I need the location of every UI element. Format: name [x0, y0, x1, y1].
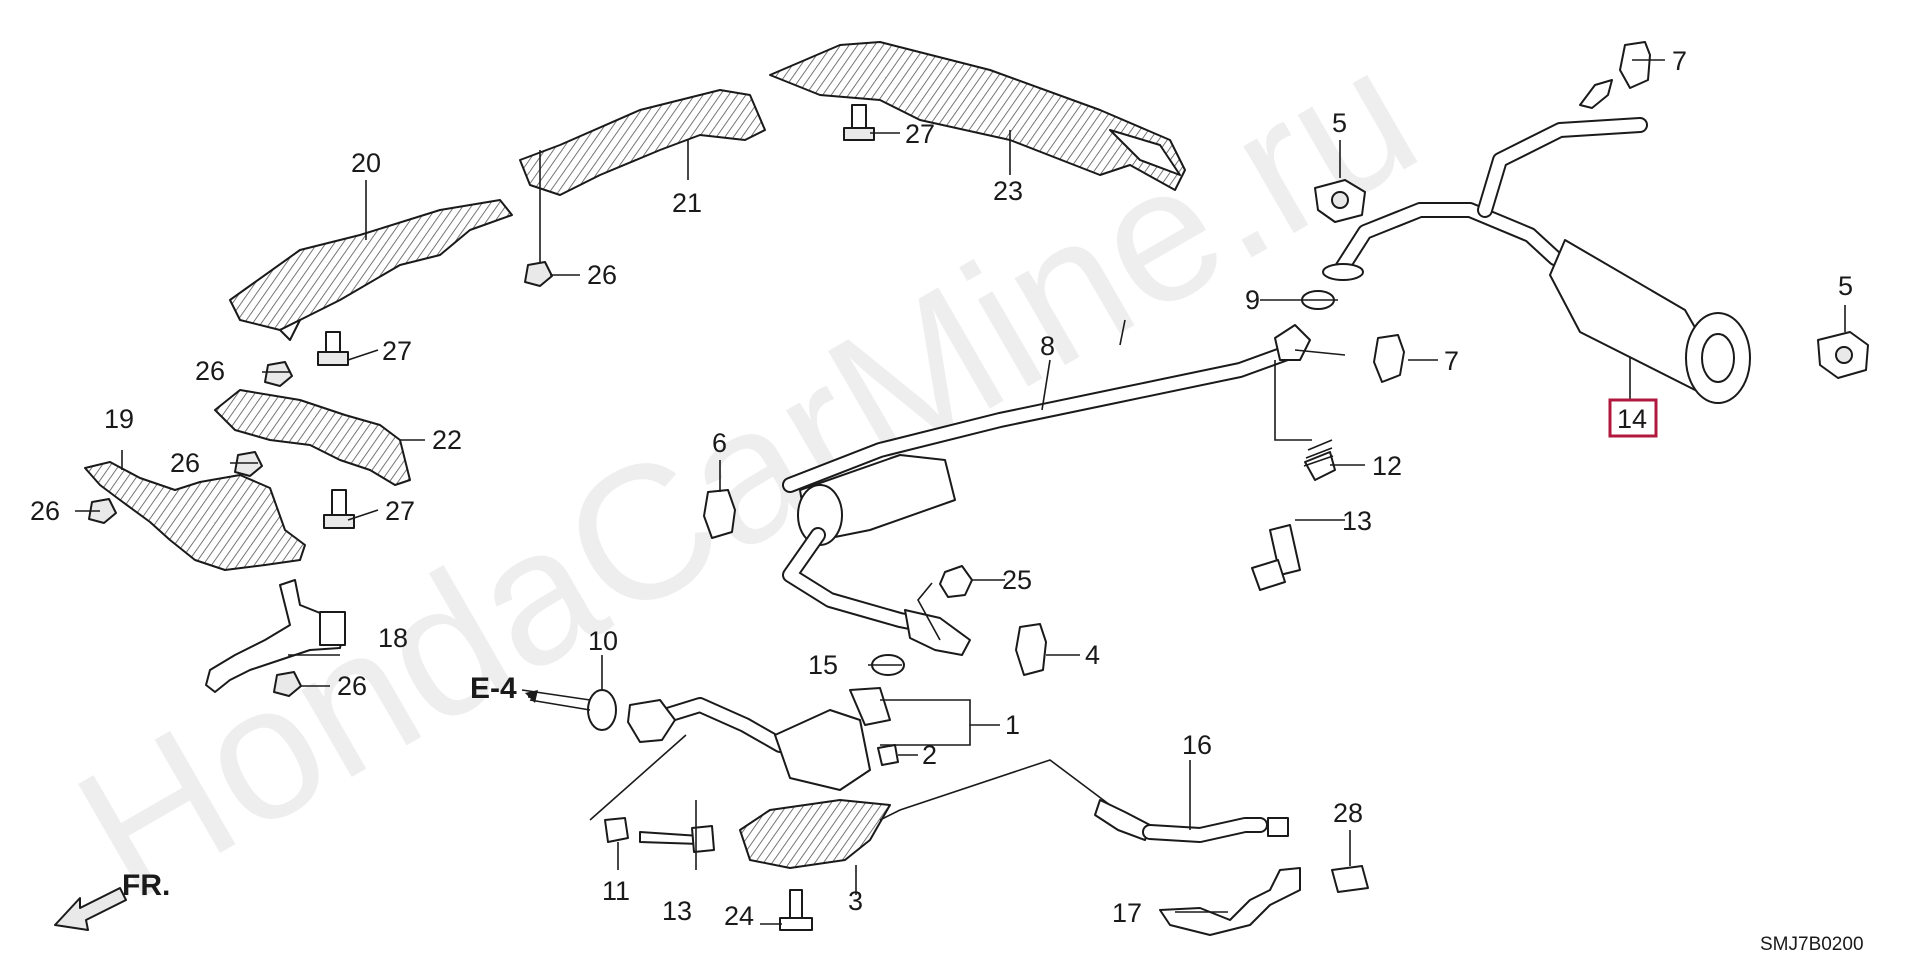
callout-8[interactable]: 8 [1040, 331, 1055, 361]
bolt-13-right[interactable] [1251, 524, 1301, 591]
callout-28[interactable]: 28 [1333, 798, 1363, 828]
nut-26-left[interactable] [264, 361, 293, 387]
callout-26-left[interactable]: 26 [195, 356, 225, 386]
callout-12[interactable]: 12 [1372, 451, 1402, 481]
callout-4[interactable]: 4 [1085, 640, 1100, 670]
section-ref-label[interactable]: E-4 [470, 672, 517, 705]
bolt-27-top[interactable] [843, 104, 875, 141]
cover-3[interactable] [739, 799, 891, 869]
section-ref-arrow[interactable]: E-4 [470, 672, 591, 711]
nut-26-bottom[interactable] [273, 671, 302, 697]
rubber-mount-6[interactable] [703, 489, 736, 539]
o2-sensor-16[interactable] [1094, 799, 1289, 843]
nut-26-far-left[interactable] [88, 498, 117, 524]
callout-26-far-left[interactable]: 26 [30, 496, 60, 526]
callout-26-mid[interactable]: 26 [170, 448, 200, 478]
callout-13-right[interactable]: 13 [1342, 506, 1372, 536]
rear-muffler-14[interactable] [1322, 79, 1751, 404]
callout-21[interactable]: 21 [672, 188, 702, 218]
nut-26-top[interactable] [524, 261, 553, 287]
callout-19[interactable]: 19 [104, 404, 134, 434]
callout-26-top[interactable]: 26 [587, 260, 617, 290]
callout-7-mid[interactable]: 7 [1444, 346, 1459, 376]
bolt-28[interactable] [1331, 865, 1369, 893]
bolt-24[interactable] [779, 889, 813, 931]
bracket-17[interactable] [1159, 867, 1301, 936]
callout-5-right[interactable]: 5 [1838, 271, 1853, 301]
leader-lines [75, 59, 1846, 925]
hanger-5-top[interactable] [1314, 179, 1366, 223]
heat-shield-23[interactable] [769, 41, 1186, 191]
rubber-mount-7-mid[interactable] [1373, 334, 1405, 383]
front-pipe-converter[interactable] [627, 687, 891, 791]
gasket-10[interactable] [587, 689, 617, 731]
heat-shield-19[interactable] [84, 461, 306, 571]
spring-12[interactable] [1303, 439, 1336, 481]
callout-10[interactable]: 10 [588, 626, 618, 656]
callout-labels: 7 5 27 20 21 23 26 5 9 8 7 27 26 14 19 2… [30, 46, 1853, 931]
bolt-27-left[interactable] [317, 331, 349, 366]
hanger-5-right[interactable] [1817, 331, 1869, 379]
diagram-code: SMJ7B0200 [1760, 934, 1864, 955]
callout-26-bottom[interactable]: 26 [337, 671, 367, 701]
spring-11[interactable] [604, 817, 629, 843]
bolt-27-bottom[interactable] [323, 489, 355, 529]
rubber-mount-4[interactable] [1015, 623, 1047, 676]
callout-7-top[interactable]: 7 [1672, 46, 1687, 76]
callout-16[interactable]: 16 [1182, 730, 1212, 760]
callout-25[interactable]: 25 [1002, 565, 1032, 595]
callout-1[interactable]: 1 [1005, 710, 1020, 740]
front-direction-label: FR. [122, 869, 170, 902]
rubber-mount-7-top[interactable] [1619, 41, 1651, 89]
callout-27-left[interactable]: 27 [382, 336, 412, 366]
callout-6[interactable]: 6 [712, 428, 727, 458]
callout-17[interactable]: 17 [1112, 898, 1142, 928]
heat-shield-21[interactable] [519, 89, 766, 196]
callout-5-top[interactable]: 5 [1332, 108, 1347, 138]
callout-3[interactable]: 3 [848, 886, 863, 916]
nut-2[interactable] [877, 744, 899, 766]
heat-shield-20[interactable] [229, 199, 513, 341]
callout-2[interactable]: 2 [922, 740, 937, 770]
front-direction-arrow: FR. [54, 869, 170, 931]
heat-shield-22[interactable] [214, 389, 411, 486]
callout-27-top[interactable]: 27 [905, 119, 935, 149]
callout-20[interactable]: 20 [351, 148, 381, 178]
callout-27-bottom[interactable]: 27 [385, 496, 415, 526]
callout-23[interactable]: 23 [993, 176, 1023, 206]
bracket-18[interactable] [205, 579, 346, 693]
center-pipe-8[interactable] [782, 324, 1346, 656]
highlight-box-14 [1608, 398, 1658, 438]
stud-25[interactable] [939, 565, 973, 598]
callout-22[interactable]: 22 [432, 425, 462, 455]
nut-26-mid[interactable] [234, 451, 263, 477]
callout-13-left[interactable]: 13 [662, 896, 692, 926]
callout-15[interactable]: 15 [808, 650, 838, 680]
callout-18[interactable]: 18 [378, 623, 408, 653]
watermark: HondaCarMine.ru [45, 7, 1450, 940]
callout-14[interactable]: 14 [1617, 404, 1647, 434]
callout-11[interactable]: 11 [602, 876, 630, 906]
callout-9[interactable]: 9 [1245, 285, 1260, 315]
callout-24[interactable]: 24 [724, 901, 754, 931]
bolt-13-left[interactable] [639, 825, 715, 853]
